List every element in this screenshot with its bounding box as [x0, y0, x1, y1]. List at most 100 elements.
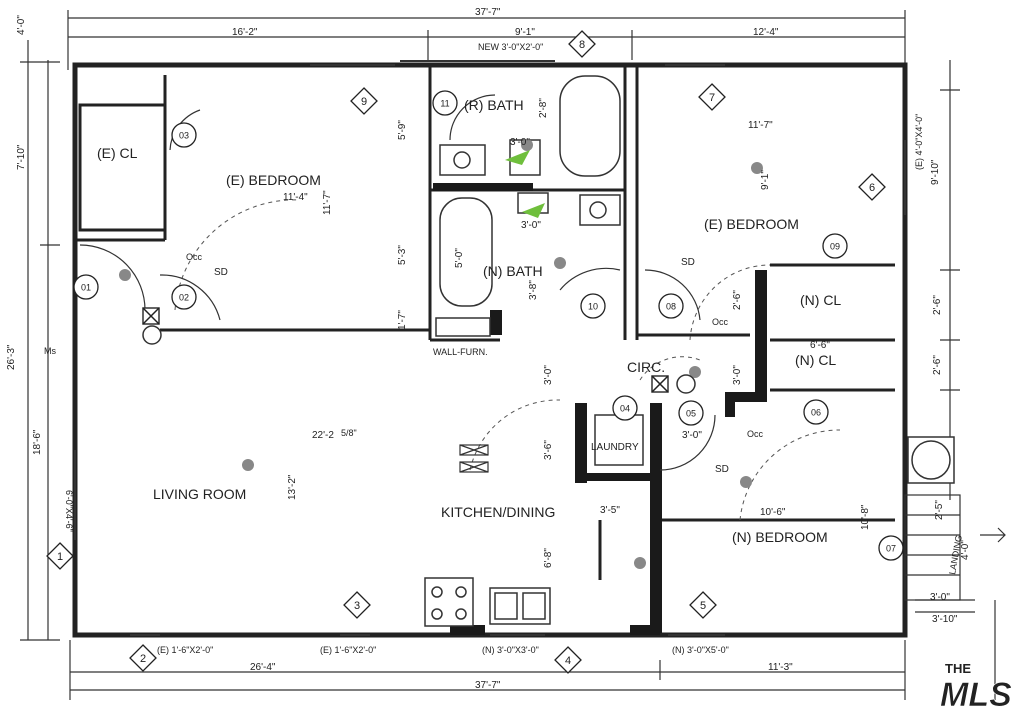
hood-symbols [459, 444, 489, 473]
door-arcs [79, 94, 716, 471]
label-occ-2: Occ [712, 317, 729, 327]
bath-fixtures [424, 75, 955, 627]
window-tag-label: 9 [361, 96, 367, 108]
door-tag-label: 05 [686, 409, 696, 419]
smoke-detectors [142, 307, 696, 394]
door-tag: 04 [612, 395, 638, 421]
dim-stair-3-0: 3'-0" [930, 592, 950, 603]
door-tag-label: 02 [179, 293, 189, 303]
window-tag: 9 [350, 87, 378, 115]
dim-kit-13-2: 13'-2" [287, 474, 298, 500]
dim-left-top: 4'-0" [16, 15, 27, 35]
room-e-bedroom-ne: (E) BEDROOM [704, 216, 799, 232]
dim-left-total: 26'-3" [6, 344, 17, 370]
dim-bath-3-0: 3'-0" [510, 137, 530, 148]
window-b4: (N) 3'-0"X5'-0" [672, 645, 729, 655]
dim-bottom-overall: 37'-7" [475, 680, 501, 691]
dim-bath-2-8: 2'-8" [538, 98, 549, 118]
vanity-n [579, 194, 621, 226]
laundry-unit [594, 414, 644, 466]
dim-nbed-w: 10'-6" [760, 507, 786, 518]
dim-5-9: 5'-9" [397, 120, 408, 140]
green-markers [505, 150, 545, 218]
window-right-side: (E) 4'-0"X4'-0" [914, 114, 924, 170]
door-tag: 07 [878, 535, 904, 561]
window-b1: (E) 1'-6"X2'-0" [157, 645, 213, 655]
mls-logo: THE MLS [940, 661, 1013, 714]
dim-right-2-6a: 2'-6" [932, 295, 943, 315]
dim-bath-3-0b: 3'-0" [521, 220, 541, 231]
dim-left-lower: 18'-6" [32, 429, 43, 455]
room-e-bedroom-nw: (E) BEDROOM [226, 172, 321, 188]
logo-the: THE [945, 661, 971, 676]
door-tag: 03 [171, 122, 197, 148]
label-sd-2: SD [681, 257, 695, 268]
window-tag-label: 6 [869, 182, 875, 194]
dim-circ-3-0a: 3'-0" [543, 365, 554, 385]
window-left-side: 6'-0"X4'-6" [64, 490, 74, 532]
window-tag: 3 [343, 591, 371, 619]
dim-top-left: 16'-2" [232, 27, 258, 38]
dim-nbed-h: 10'-8" [860, 504, 871, 530]
dim-ebed-h: 9'-1" [760, 170, 771, 190]
door-tag-label: 01 [81, 283, 91, 293]
door-tag-label: 06 [811, 408, 821, 418]
dim-kit-6-8: 6'-8" [543, 548, 554, 568]
room-living: LIVING ROOM [153, 486, 246, 502]
door-tag-label: 11 [440, 99, 449, 109]
dim-stair-3-10: 3'-10" [932, 614, 958, 625]
dim-kit-22: 22'-2 [312, 430, 334, 441]
window-tag: 1 [46, 542, 74, 570]
window-tag: 4 [554, 646, 582, 674]
window-tag-label: 5 [700, 600, 706, 612]
dim-kit-22-frac: 5/8" [341, 428, 357, 438]
door-tag-label: 07 [886, 544, 896, 554]
bathtub-r [559, 75, 621, 177]
label-occ-1: Occ [186, 252, 203, 262]
room-n-cl-1: (N) CL [800, 292, 841, 308]
dim-2-6: 2'-6" [732, 290, 743, 310]
window-top-center: NEW 3'-0"X2'-0" [478, 42, 543, 52]
window-tag-label: 4 [565, 655, 571, 667]
window-tag: 5 [689, 591, 717, 619]
room-e-cl: (E) CL [97, 145, 138, 161]
exterior-wall [72, 62, 908, 638]
dim-kit-3-6: 3'-6" [543, 440, 554, 460]
dim-ebed-w: 11'-7" [748, 120, 773, 131]
dim-right-2-6b: 2'-6" [932, 355, 943, 375]
door-swings [174, 199, 841, 521]
window-tag-label: 7 [709, 92, 715, 104]
window-b3: (N) 3'-0"X3'-0" [482, 645, 539, 655]
dimension-lines [20, 10, 996, 700]
dim-1-7: 1'-7" [397, 310, 408, 330]
door-tag-label: 09 [830, 242, 840, 252]
dim-bottom-right: 11'-3" [768, 662, 793, 673]
door-tag: 06 [803, 399, 829, 425]
door-tag-label: 10 [588, 302, 598, 312]
door-tag: 09 [822, 233, 848, 259]
dim-circ-3-0b: 3'-0" [732, 365, 743, 385]
window-tag: 7 [698, 83, 726, 111]
label-sd-1: SD [214, 267, 228, 278]
dim-5-3: 5'-3" [397, 245, 408, 265]
door-tag-label: 04 [620, 404, 630, 414]
room-n-bedroom: (N) BEDROOM [732, 529, 828, 545]
window-tag-label: 1 [57, 551, 63, 563]
dim-top-mid: 9'-1" [515, 27, 535, 38]
window-tag-label: 3 [354, 600, 360, 612]
landing-stair [904, 494, 1006, 601]
bathtub-n [439, 197, 493, 307]
window-tag: 8 [568, 30, 596, 58]
dim-bath-3-8: 3'-8" [528, 280, 539, 300]
door-tag: 05 [678, 400, 704, 426]
door-tag: 11 [432, 90, 458, 116]
dim-left-upper: 7'-10" [16, 144, 27, 170]
door-tag: 01 [73, 274, 99, 300]
room-circ: CIRC. [627, 359, 665, 375]
room-n-bath: (N) BATH [483, 263, 543, 279]
kitchen-range [424, 577, 474, 627]
window-tag: 6 [858, 173, 886, 201]
